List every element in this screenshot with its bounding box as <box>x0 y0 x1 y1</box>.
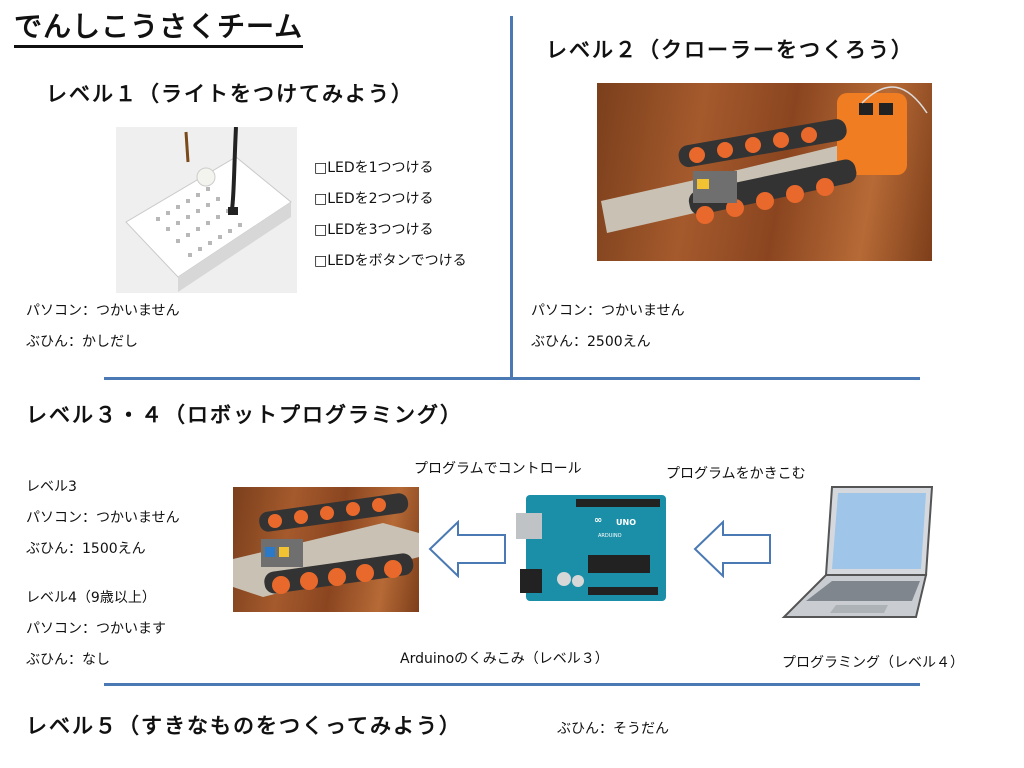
label-arduino: Arduinoのくみこみ（レベル３） <box>400 651 609 667</box>
label-programming: プログラミング（レベル４） <box>782 655 964 671</box>
level2-parts: ぶひん：2500えん <box>531 334 651 350</box>
breadboard-photo <box>116 127 297 293</box>
divider-bottom <box>104 683 920 686</box>
label-write: プログラムをかきこむ <box>666 466 806 482</box>
vertical-divider <box>510 16 513 379</box>
list-item: □LEDを1つつける <box>314 160 434 176</box>
level4-name: レベル4（9歳以上） <box>26 590 156 606</box>
level3-pc: パソコン：つかいません <box>26 510 180 526</box>
level3-name: レベル3 <box>26 479 77 495</box>
arduino-logo-label: ARDUINO <box>598 533 622 539</box>
level5-heading: レベル５（すきなものをつくってみよう） <box>26 714 462 738</box>
laptop-icon <box>781 486 934 618</box>
level4-parts: ぶひん：なし <box>26 652 110 668</box>
level1-specs: パソコン：つかいません ぶひん：かしだし <box>26 296 180 358</box>
svg-text:∞: ∞ <box>594 515 602 526</box>
level4-specs: レベル4（9歳以上） パソコン：つかいます ぶひん：なし <box>26 583 166 676</box>
list-item: □LEDを3つつける <box>314 222 434 238</box>
level4-pc: パソコン：つかいます <box>26 621 166 637</box>
level5-parts: ぶひん：そうだん <box>557 721 669 737</box>
level1-pc: パソコン：つかいません <box>26 303 180 319</box>
divider-top <box>104 377 920 380</box>
level34-heading: レベル３・４（ロボットプログラミング） <box>26 403 463 427</box>
level1-heading: レベル１（ライトをつけてみよう） <box>46 82 414 106</box>
crawler-photo-small <box>233 487 419 612</box>
crawler-photo <box>597 83 932 261</box>
arrow-left-icon <box>693 520 771 578</box>
level3-parts: ぶひん：1500えん <box>26 541 146 557</box>
level1-parts: ぶひん：かしだし <box>26 334 138 350</box>
label-control: プログラムでコントロール <box>414 461 582 477</box>
level1-task-list: □LEDを1つつける □LEDを2つつける □LEDを3つつける □LEDをボタ… <box>314 153 467 277</box>
level2-heading: レベル２（クローラーをつくろう） <box>546 38 914 62</box>
arduino-board-icon: ∞ UNO ARDUINO <box>516 495 666 601</box>
arduino-model-label: UNO <box>616 518 636 527</box>
list-item: □LEDを2つつける <box>314 191 434 207</box>
level2-pc: パソコン：つかいません <box>531 303 685 319</box>
arrow-left-icon <box>428 520 506 578</box>
level2-specs: パソコン：つかいません ぶひん：2500えん <box>531 296 685 358</box>
page-title: でんしこうさくチーム <box>14 10 304 48</box>
level3-specs: レベル3 パソコン：つかいません ぶひん：1500えん <box>26 472 180 565</box>
list-item: □LEDをボタンでつける <box>314 253 467 269</box>
